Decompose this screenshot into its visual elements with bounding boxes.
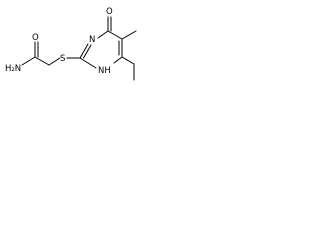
ketone-oxygen-label: O	[106, 7, 113, 17]
bonds	[21, 16, 137, 81]
bond-c6-n1	[113, 56, 123, 64]
bond-c2-n3	[79, 43, 89, 59]
bond-carbonyl-methylene	[34, 56, 50, 66]
bond-c6-ethyl	[121, 56, 135, 65]
bond-nh2-carbonyl	[21, 56, 36, 66]
ring-nh-label: NH	[98, 66, 111, 76]
ring-nitrogen-label: N	[89, 35, 95, 45]
amide-nitrogen-label: H₂N	[5, 64, 21, 74]
bond-n3-c4	[97, 30, 109, 39]
amide-oxygen-label: O	[32, 33, 39, 43]
bond-c4-c5	[107, 30, 123, 40]
atom-labels: H₂N O S N NH O	[5, 7, 113, 76]
bond-c2-n3-double	[83, 44, 92, 59]
bond-methylene-sulfur	[48, 57, 61, 66]
bond-n1-c2	[79, 57, 97, 69]
sulfur-label: S	[60, 54, 65, 64]
bond-c5-methyl	[121, 30, 137, 40]
chemical-structure: H₂N O S N NH O	[5, 7, 137, 81]
